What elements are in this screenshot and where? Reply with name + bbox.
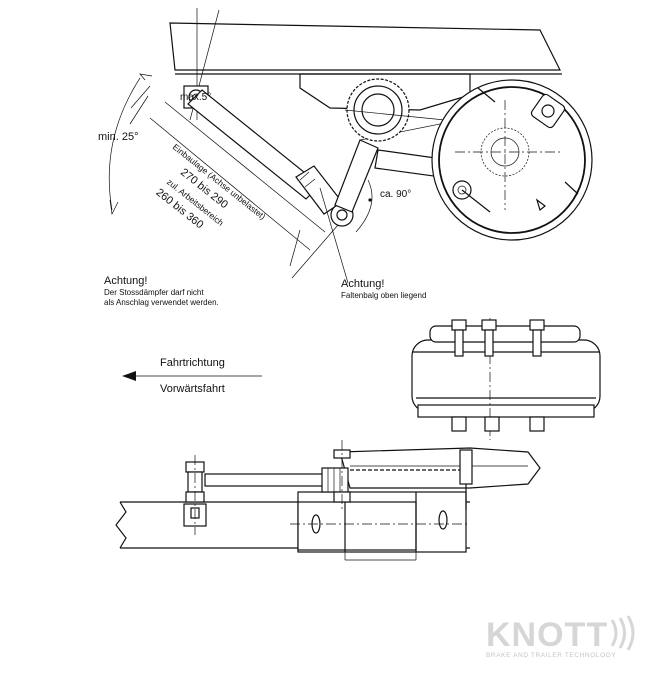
axle-bracket [299,73,471,111]
bracket-slot [438,510,448,530]
plan-view [115,318,601,561]
left-warning-line1: Der Stossdämpfer darf nicht [104,288,204,297]
logo-arc-icon [610,619,618,647]
trailing-arm [334,139,379,213]
left-warning-line2: als Anschlag verwendet werden. [104,298,219,307]
logo-arc-icon [618,617,626,649]
frame-rail-break [115,501,127,549]
ninety-angle-arc [355,179,373,233]
brake-drum-rim [438,86,586,234]
working-dimension-line [149,117,311,251]
wheel-stud [529,319,545,331]
knott-logo: KNOTT BRAKE AND TRAILER TECHNOLOGY [486,615,635,659]
drum-bolt [451,416,467,432]
drum-slot [477,87,496,103]
dimension-extension [129,95,149,125]
brake-lever-housing [530,93,566,129]
min-angle-arc-arrow [109,199,119,216]
axle-tube-outer [353,85,403,135]
wheel-stud-shaft [454,329,464,357]
min-angle-arc [108,77,141,211]
left-warning-title: Achtung! [104,275,147,287]
min-angle-arc-arrow [139,73,153,81]
right-warning-title: Achtung! [341,278,384,290]
direction-indicator: Fahrtrichtung Vorwärtsfahrt [122,357,262,395]
drum-bolt [484,416,500,432]
max-angle-label: max.5° [180,92,211,103]
wheel-stud-shaft [484,329,494,357]
wheel-stud [481,319,497,331]
wheel-stud [451,319,467,331]
logo-tagline: BRAKE AND TRAILER TECHNOLOGY [486,652,616,659]
dimension-extension [289,229,301,267]
brake-rod [461,189,491,213]
leader-line [319,187,349,284]
direction-label-bottom: Vorwärtsfahrt [160,383,225,395]
direction-arrow-icon [122,371,136,381]
plan-shock-tube [204,473,326,487]
drum-base [417,404,595,418]
side-elevation: max.5° min. 25° ca. 90° Einbaulage (Achs… [98,8,593,307]
ninety-angle-dot [368,198,372,202]
arm-angle-label: ca. 90° [380,189,411,200]
rotation-arrow [535,198,546,212]
wheel-stud-shaft [532,329,542,357]
dimension-extension [130,85,151,109]
dimension-extension [291,224,339,279]
min-angle-label: min. 25° [98,131,138,143]
brake-lever-pin [541,104,555,118]
logo-brand: KNOTT [486,616,608,654]
axle-tube-inner [361,93,395,127]
bellow-ring [299,171,310,181]
drum-slot [564,181,579,195]
install-dimension-line [164,101,326,233]
direction-label-top: Fahrtrichtung [160,357,225,369]
frame-beam [169,22,561,71]
right-warning-line1: Faltenbalg oben liegend [341,291,426,300]
plan-bracket-inner [297,501,417,551]
lower-eye-bolt [336,209,348,221]
drum-bolt [529,416,545,432]
bellow-ring [304,178,316,188]
logo-arc-icon [626,615,635,651]
brake-drum [431,79,593,241]
arm-clamp [459,449,473,485]
plan-brake-drum [411,339,601,413]
plan-shock-bellow [321,467,349,493]
working-range-group: zul. Arbeitsbereich 260 bis 360 [153,177,225,232]
plan-trailing-arm [339,447,541,489]
brake-anchor-pin [457,185,467,195]
